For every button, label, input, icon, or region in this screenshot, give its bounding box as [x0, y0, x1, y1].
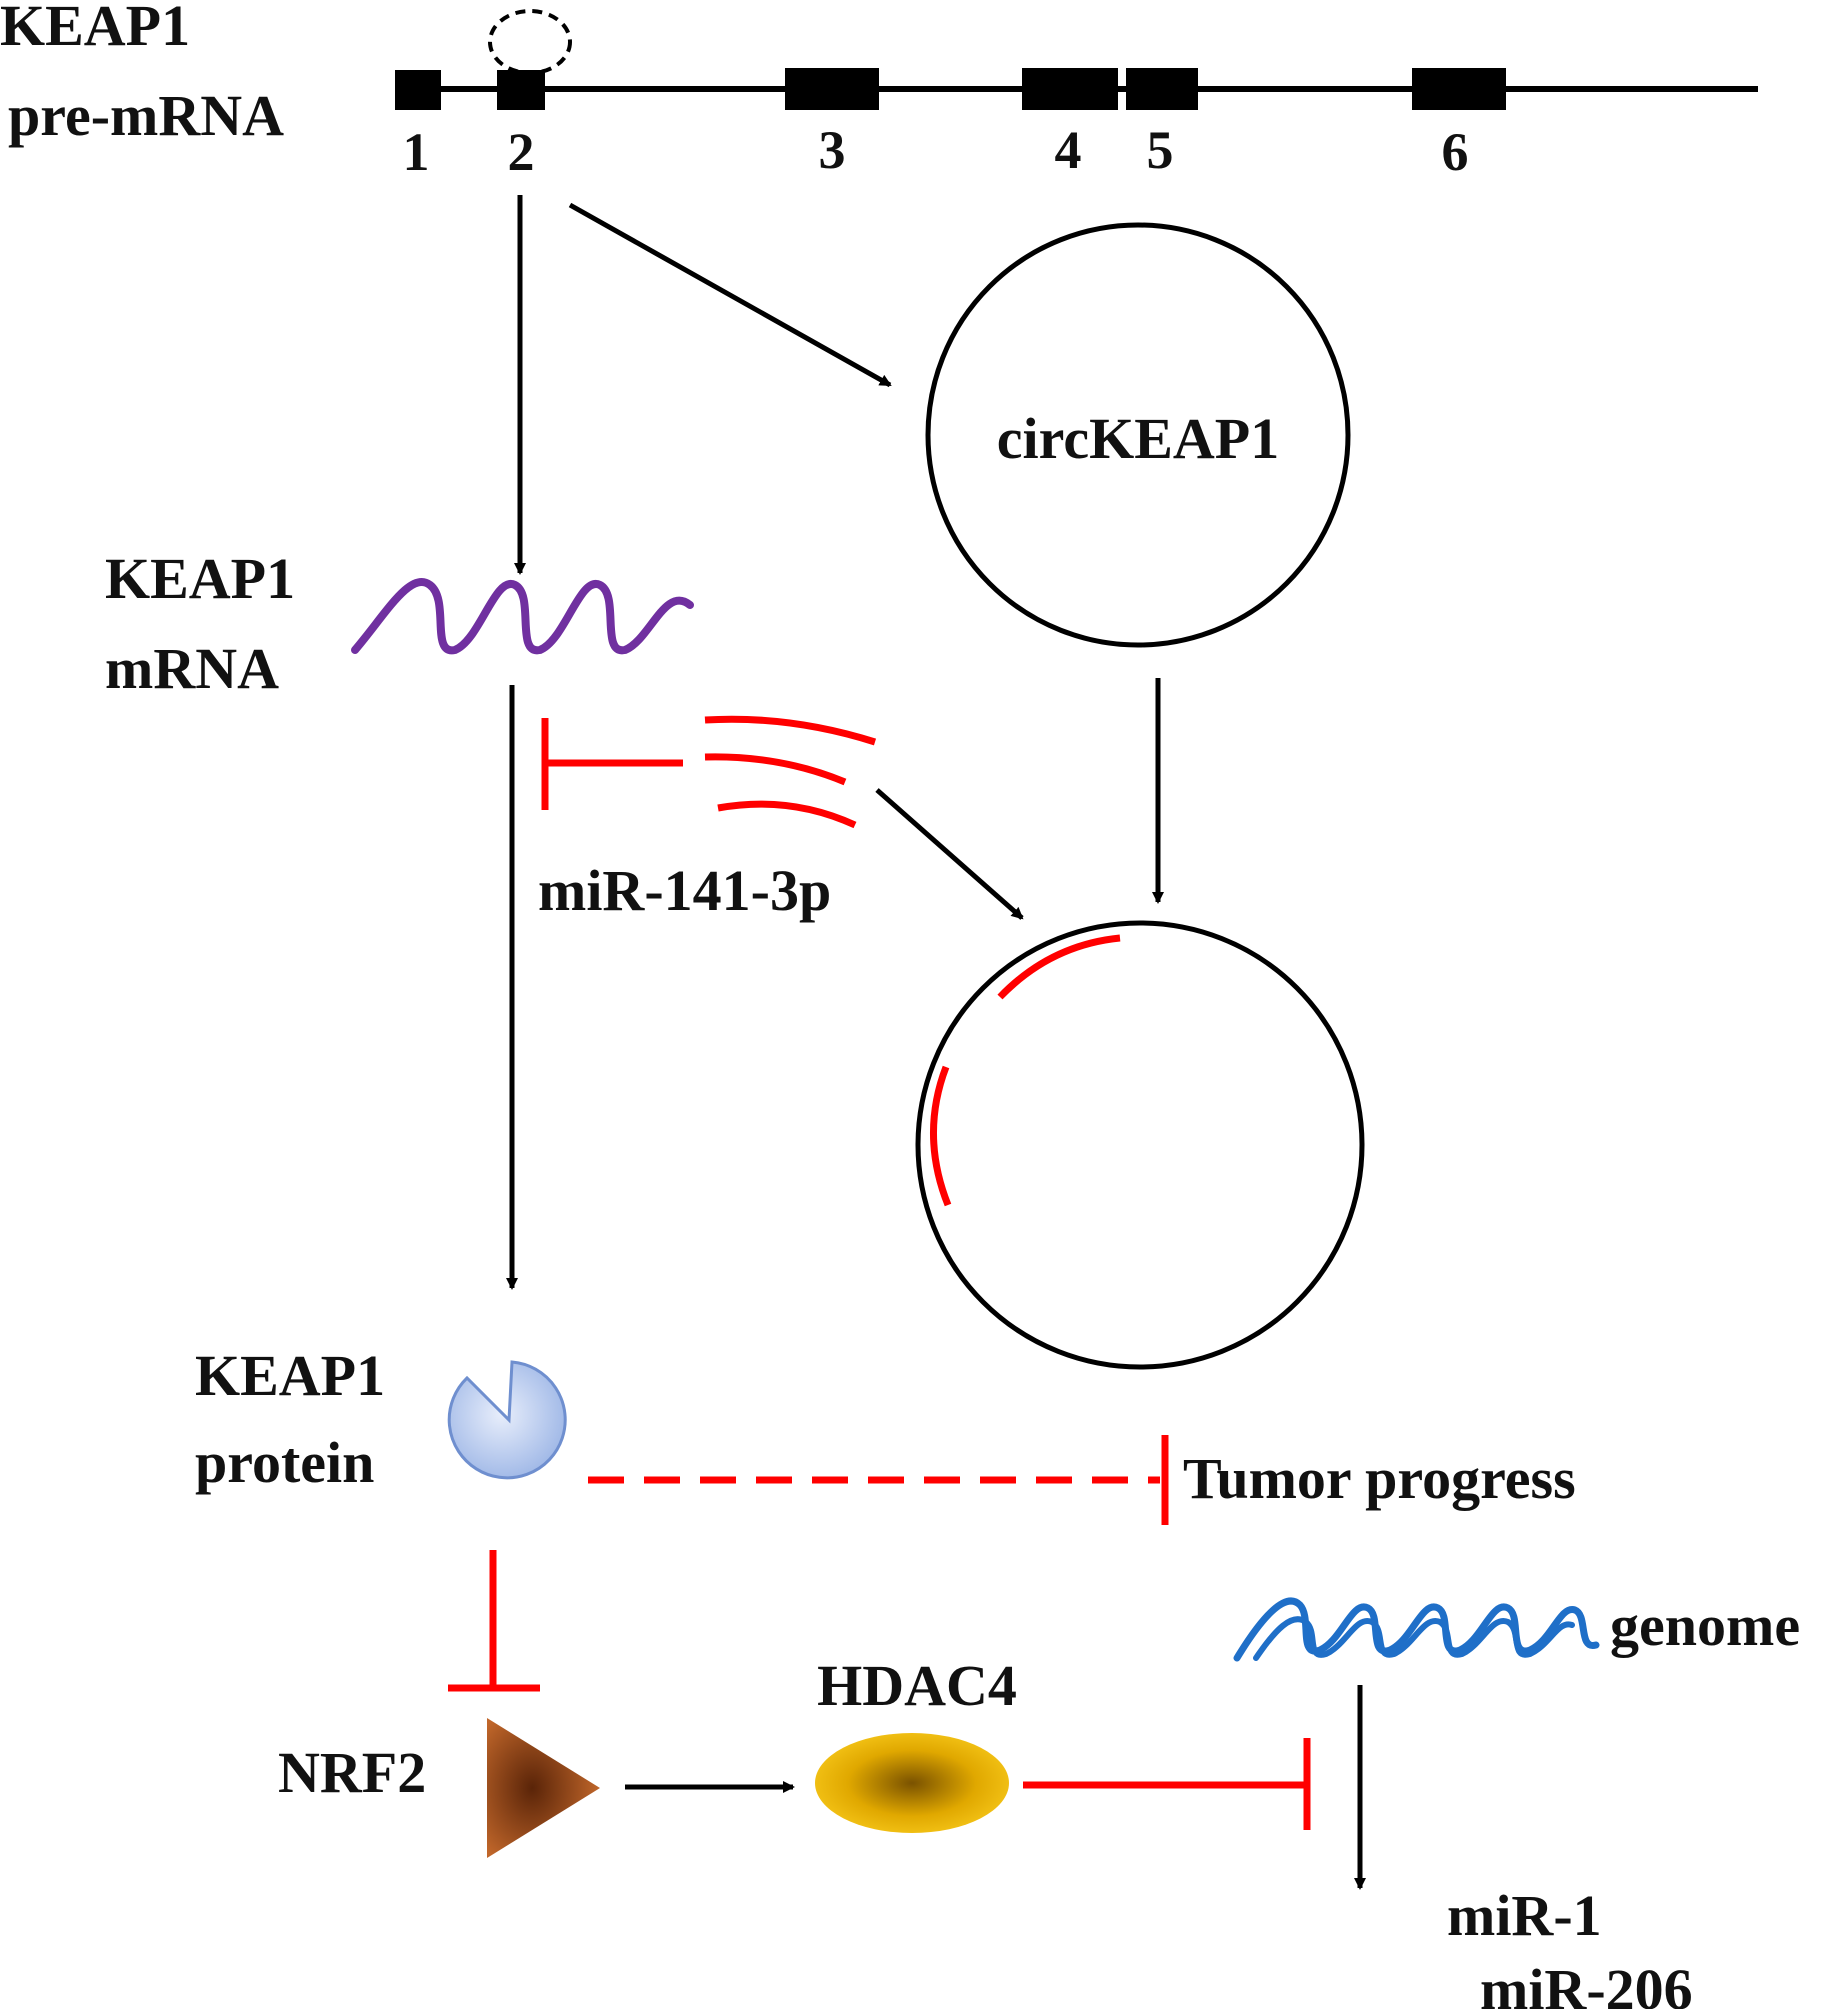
pre-mrna-label-line2: pre-mRNA: [8, 83, 284, 148]
inhibit-protein-to-nrf2: [448, 1550, 540, 1692]
exon-5-number: 5: [1147, 120, 1174, 180]
exon-2-circularization-loop: [488, 9, 572, 75]
keap1-mrna-wave: [351, 578, 694, 655]
circkeap1-label: circKEAP1: [997, 406, 1279, 471]
exon-2-number: 2: [508, 122, 535, 182]
exon-4-box: [1022, 68, 1118, 110]
exon-1-number: 1: [403, 122, 430, 182]
exon-5-box: [1126, 68, 1198, 110]
genome-label: genome: [1610, 1593, 1800, 1658]
mirna-label: miR-141-3p: [538, 858, 831, 923]
exon-3-number: 3: [819, 120, 846, 180]
bound-mirna-arc-2: [930, 1065, 952, 1207]
mir-141-3p-strands: [704, 715, 877, 829]
hdac4-label: HDAC4: [817, 1653, 1017, 1718]
arrow-mirna-to-sponge: [875, 788, 1024, 920]
exon-3-box: [785, 68, 879, 110]
mirna-strand-1: [704, 715, 877, 746]
exon-4-number: 4: [1055, 120, 1082, 180]
mirna-strand-2: [704, 753, 847, 786]
mir-1-label: miR-1: [1447, 1883, 1602, 1948]
mir-206-label: miR-206: [1480, 1957, 1693, 2009]
exon-6-box: [1412, 68, 1506, 110]
keap1-protein-shape: [447, 1360, 567, 1480]
genome-helix-wave-2: [1253, 1616, 1575, 1661]
hdac4-ellipse: [815, 1733, 1009, 1833]
pre-mrna-label-line1: KEAP1: [0, 0, 190, 58]
exon-6-number: 6: [1442, 122, 1469, 182]
exon-1-box: [395, 70, 441, 110]
nrf2-triangle: [487, 1718, 600, 1858]
pre-mrna-gene: 1 2 3 4 5 6: [395, 9, 1758, 182]
inhibit-protein-to-tumor: [588, 1435, 1169, 1525]
inhibit-mirna-to-mrna: [541, 718, 683, 810]
mirna-strand-3: [717, 800, 857, 829]
exon-2-box: [497, 70, 545, 110]
genome-helix-wave: [1233, 1597, 1600, 1662]
protein-label-line2: protein: [195, 1430, 374, 1495]
mrna-label-line2: mRNA: [105, 636, 279, 701]
arrow-premrna-to-circ: [568, 202, 892, 388]
tumor-progress-label: Tumor progress: [1183, 1446, 1576, 1511]
bound-mirna-arc-1: [997, 934, 1121, 1000]
circkeap1-sponge-circle: [915, 920, 1365, 1370]
circkeap1-circle: [925, 222, 1351, 648]
inhibit-hdac4-to-mirna-expression: [1023, 1738, 1311, 1830]
mrna-label-line1: KEAP1: [105, 546, 295, 611]
protein-label-line1: KEAP1: [195, 1343, 385, 1408]
nrf2-label: NRF2: [278, 1740, 426, 1805]
